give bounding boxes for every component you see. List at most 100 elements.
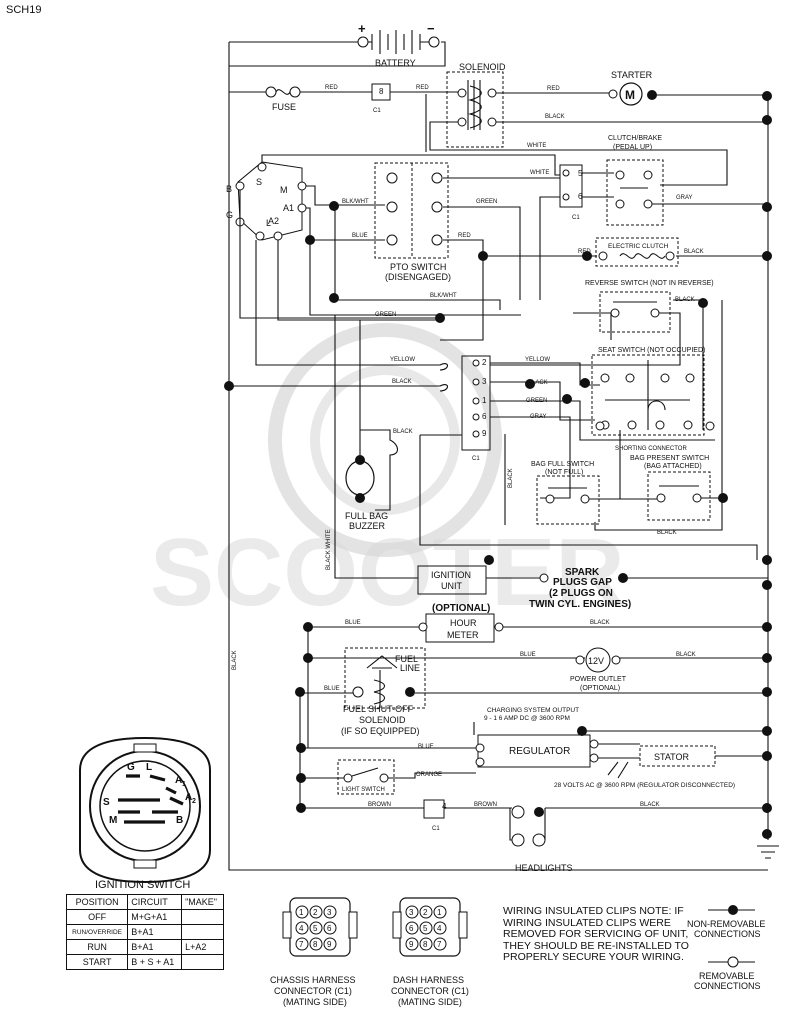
svg-text:BLK/WHT: BLK/WHT bbox=[342, 199, 369, 205]
svg-text:REMOVABLE: REMOVABLE bbox=[699, 971, 754, 981]
connector-pin bbox=[323, 937, 337, 951]
svg-text:FUEL: FUEL bbox=[395, 654, 418, 664]
connector-pin-number: 9 bbox=[409, 940, 414, 949]
svg-text:2: 2 bbox=[192, 798, 196, 805]
svg-text:(2 PLUGS ON: (2 PLUGS ON bbox=[549, 588, 613, 599]
svg-text:B: B bbox=[226, 184, 232, 194]
table-cell bbox=[181, 954, 224, 970]
svg-text:NON-REMOVABLE: NON-REMOVABLE bbox=[687, 919, 765, 929]
table-cell: POSITION bbox=[65, 894, 129, 910]
svg-text:8: 8 bbox=[379, 87, 384, 96]
connector-pin-number: 3 bbox=[327, 908, 332, 917]
connector-pin bbox=[419, 921, 433, 935]
bag-present-switch: BAG PRESENT SWITCH (BAG ATTACHED) bbox=[630, 455, 711, 521]
table-cell: OFF bbox=[65, 909, 129, 925]
svg-text:BLK/WHT: BLK/WHT bbox=[430, 293, 457, 299]
regulator: REGULATOR CHARGING SYSTEM OUTPUT 9 - 1 6… bbox=[475, 707, 599, 768]
table-cell bbox=[181, 924, 224, 940]
svg-text:(MATING SIDE): (MATING SIDE) bbox=[283, 997, 347, 1007]
connector-pin bbox=[433, 937, 447, 951]
svg-text:METER: METER bbox=[447, 630, 479, 640]
svg-text:CONNECTOR (C1): CONNECTOR (C1) bbox=[391, 986, 469, 996]
svg-text:LIGHT SWITCH: LIGHT SWITCH bbox=[342, 787, 385, 793]
svg-text:BAG FULL SWITCH: BAG FULL SWITCH bbox=[531, 461, 594, 468]
connector-pin bbox=[323, 905, 337, 919]
svg-text:A1: A1 bbox=[283, 203, 294, 213]
svg-text:STATOR: STATOR bbox=[654, 752, 690, 762]
svg-text:CONNECTIONS: CONNECTIONS bbox=[694, 981, 761, 991]
connector-pin-number: 1 bbox=[299, 908, 304, 917]
svg-text:BLUE: BLUE bbox=[520, 652, 536, 658]
svg-text:BLACK: BLACK bbox=[676, 652, 696, 658]
svg-text:BATTERY: BATTERY bbox=[375, 58, 416, 68]
connector-pin-number: 5 bbox=[313, 924, 318, 933]
headlights: 4 C1 HEADLIGHTS bbox=[423, 799, 573, 873]
svg-text:BLACK: BLACK bbox=[675, 297, 695, 303]
svg-text:BLACK: BLACK bbox=[684, 249, 704, 255]
svg-text:BUZZER: BUZZER bbox=[349, 521, 386, 531]
svg-text:TWIN CYL. ENGINES): TWIN CYL. ENGINES) bbox=[529, 599, 631, 610]
svg-text:(IF SO EQUIPPED): (IF SO EQUIPPED) bbox=[341, 726, 420, 736]
svg-text:A: A bbox=[185, 792, 192, 803]
stator: STATOR bbox=[639, 745, 716, 767]
svg-text:PTO SWITCH: PTO SWITCH bbox=[390, 262, 446, 272]
svg-text:FUSE: FUSE bbox=[272, 102, 296, 112]
svg-text:(DISENGAGED): (DISENGAGED) bbox=[385, 272, 451, 282]
svg-text:STARTER: STARTER bbox=[611, 70, 653, 80]
svg-text:9: 9 bbox=[482, 429, 487, 438]
connector-pin bbox=[405, 937, 419, 951]
table-cell: B + S + A1 bbox=[127, 954, 183, 970]
svg-text:RED: RED bbox=[458, 233, 471, 239]
battery: + − BATTERY bbox=[357, 21, 440, 68]
svg-text:12V: 12V bbox=[588, 656, 604, 666]
ignition-switch-face: G L A 1 S A 2 M B bbox=[79, 736, 211, 884]
full-bag-buzzer: FULL BAG BUZZER bbox=[345, 455, 388, 531]
connector-pin-number: 7 bbox=[299, 940, 304, 949]
connector-pin bbox=[405, 905, 419, 919]
solenoid: SOLENOID bbox=[446, 62, 506, 148]
svg-text:6: 6 bbox=[578, 192, 583, 201]
svg-text:(NOT FULL): (NOT FULL) bbox=[545, 469, 583, 476]
svg-text:M: M bbox=[109, 815, 117, 826]
svg-text:FUEL SHUT-OFF: FUEL SHUT-OFF bbox=[343, 704, 414, 714]
legend: NON-REMOVABLE CONNECTIONS REMOVABLE CONN… bbox=[687, 905, 765, 991]
table-cell bbox=[181, 909, 224, 925]
svg-text:SEAT SWITCH (NOT OCCUPIED): SEAT SWITCH (NOT OCCUPIED) bbox=[598, 347, 705, 354]
svg-text:YELLOW: YELLOW bbox=[525, 357, 550, 363]
svg-text:C1: C1 bbox=[373, 108, 381, 114]
svg-text:+: + bbox=[358, 21, 366, 36]
svg-text:HOUR: HOUR bbox=[450, 618, 477, 628]
svg-text:REGULATOR: REGULATOR bbox=[509, 746, 570, 757]
table-cell: M+G+A1 bbox=[127, 909, 183, 925]
svg-text:BLUE: BLUE bbox=[352, 233, 368, 239]
svg-text:CHASSIS HARNESS: CHASSIS HARNESS bbox=[270, 975, 356, 985]
svg-text:−: − bbox=[427, 21, 435, 36]
svg-text:IGNITION: IGNITION bbox=[431, 570, 471, 580]
svg-text:B: B bbox=[176, 815, 183, 826]
svg-text:(OPTIONAL): (OPTIONAL) bbox=[580, 685, 620, 692]
power-outlet: 12V POWER OUTLET (OPTIONAL) bbox=[570, 647, 627, 692]
reverse-switch: REVERSE SWITCH (NOT IN REVERSE) bbox=[585, 280, 714, 333]
connector-pin bbox=[309, 937, 323, 951]
svg-text:BLUE: BLUE bbox=[345, 620, 361, 626]
ignition-switch-title: IGNITION SWITCH bbox=[95, 879, 190, 891]
svg-text:(OPTIONAL): (OPTIONAL) bbox=[432, 603, 490, 614]
svg-text:YELLOW: YELLOW bbox=[390, 357, 415, 363]
sheet-id: SCH19 bbox=[6, 4, 42, 16]
svg-text:POWER OUTLET: POWER OUTLET bbox=[570, 676, 627, 683]
table-cell: B+A1 bbox=[127, 924, 183, 940]
svg-text:BLACK: BLACK bbox=[545, 114, 565, 120]
connector-pin bbox=[295, 937, 309, 951]
svg-text:RED: RED bbox=[325, 85, 338, 91]
svg-text:(MATING SIDE): (MATING SIDE) bbox=[398, 997, 462, 1007]
connector-pin bbox=[309, 905, 323, 919]
table-cell: "MAKE" bbox=[181, 894, 224, 910]
connector-pin-number: 6 bbox=[409, 924, 414, 933]
svg-text:BLACK: BLACK bbox=[640, 802, 660, 808]
svg-text:CLUTCH/BRAKE: CLUTCH/BRAKE bbox=[608, 135, 662, 142]
